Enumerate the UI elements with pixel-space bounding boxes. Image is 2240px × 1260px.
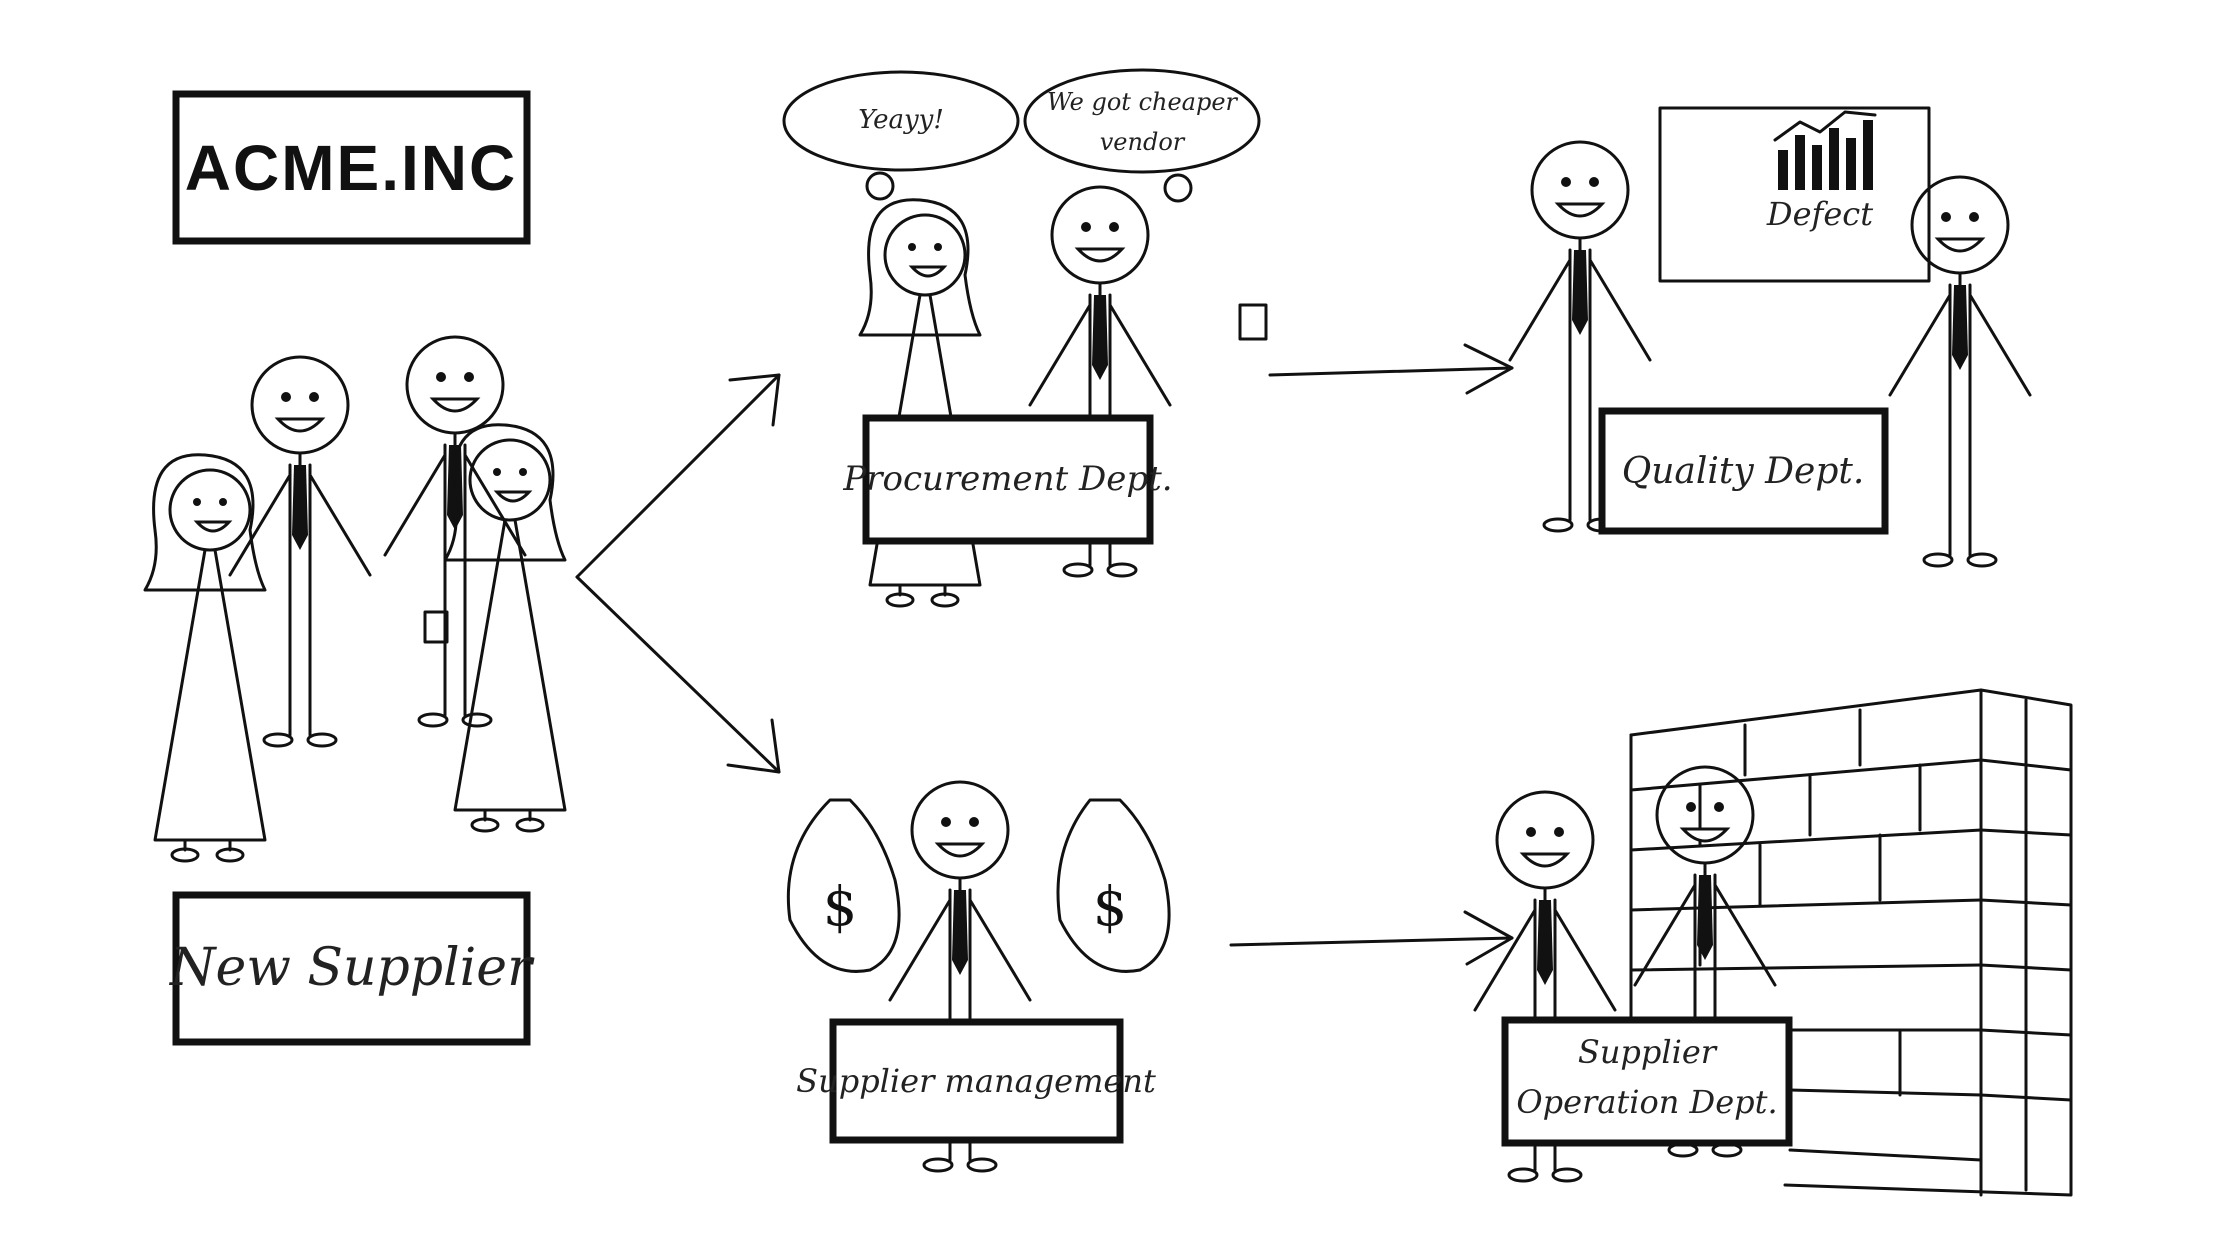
svg-text:Quality Dept.: Quality Dept. (1622, 451, 1865, 492)
arrow-to-procurement (575, 373, 781, 579)
company-name: ACME.INC (185, 132, 517, 204)
svg-text:$: $ (1093, 875, 1127, 938)
procurement-figures (858, 185, 1268, 608)
new-supplier-label: New Supplier (168, 938, 535, 998)
coffee-mug-icon (423, 610, 449, 644)
svg-text:Supplier management: Supplier management (796, 1062, 1156, 1100)
new-supplier-box: New Supplier (168, 891, 535, 1046)
svg-text:Supplier: Supplier (1578, 1033, 1718, 1071)
speech-bubble-cheaper-vendor: We got cheaper vendor (1023, 68, 1261, 203)
defect-chart-board: Defect (1658, 106, 1931, 283)
supplier-management-box: Supplier management (796, 1018, 1156, 1144)
svg-text:Operation Dept.: Operation Dept. (1516, 1083, 1777, 1121)
svg-text:Yeayy!: Yeayy! (858, 105, 944, 135)
arrow-to-supplier-operation (1229, 910, 1514, 966)
svg-text:We got cheaper: We got cheaper (1047, 88, 1239, 116)
procurement-box: Procurement Dept. (842, 414, 1173, 545)
svg-text:vendor: vendor (1100, 128, 1186, 156)
quality-box: Quality Dept. (1598, 407, 1889, 535)
coffee-cup-icon (1238, 303, 1268, 341)
svg-text:Procurement Dept.: Procurement Dept. (842, 459, 1172, 499)
money-bag-right-icon: $ (1056, 798, 1171, 973)
supplier-management-figure: $ $ (786, 780, 1171, 1173)
supplier-operation-box: Supplier Operation Dept. (1501, 1016, 1793, 1147)
arrow-to-quality (1268, 343, 1514, 395)
bar-chart-icon (1773, 110, 1877, 190)
arrow-to-supplier-management (575, 575, 781, 774)
svg-text:$: $ (823, 875, 857, 938)
svg-text:Defect: Defect (1766, 195, 1873, 233)
new-supplier-group-figures (143, 335, 567, 863)
money-bag-left-icon: $ (786, 798, 901, 973)
company-title-box: ACME.INC (172, 90, 531, 245)
brick-wall (1629, 688, 2073, 1197)
speech-bubble-yeayy: Yeayy! (782, 70, 1020, 201)
